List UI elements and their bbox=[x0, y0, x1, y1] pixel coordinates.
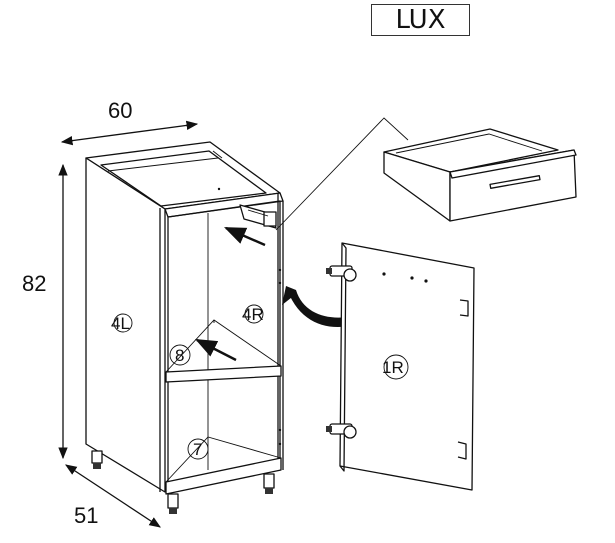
legs bbox=[91, 450, 275, 514]
door-hinge-top bbox=[326, 265, 357, 282]
svg-text:8: 8 bbox=[175, 346, 184, 365]
part-label-back: 7 bbox=[187, 438, 209, 460]
depth-label: 51 bbox=[74, 503, 98, 528]
insert-arrow-shelf bbox=[195, 338, 237, 362]
shelf bbox=[165, 365, 282, 383]
width-dimension: 60 bbox=[60, 98, 199, 146]
height-label: 82 bbox=[22, 271, 46, 296]
part-label-side-left: 4L bbox=[111, 313, 133, 333]
drawer-handle bbox=[489, 175, 541, 189]
depth-dimension: 51 bbox=[65, 464, 161, 528]
insert-arrow-runner bbox=[224, 226, 266, 247]
height-dimension: 82 bbox=[22, 163, 68, 460]
part-label-side-right: 4R bbox=[242, 304, 264, 324]
drawer-runner bbox=[239, 204, 277, 229]
drawer bbox=[383, 128, 577, 222]
part-label-door: 1R bbox=[382, 354, 409, 380]
svg-text:4R: 4R bbox=[242, 305, 264, 324]
door-hinge-bottom bbox=[326, 423, 357, 439]
svg-text:1R: 1R bbox=[382, 358, 404, 377]
door-panel: 1R bbox=[326, 242, 475, 491]
cabinet-carcass bbox=[85, 141, 284, 514]
drawer-leader-line bbox=[275, 117, 409, 231]
svg-text:4L: 4L bbox=[111, 314, 130, 333]
width-label: 60 bbox=[108, 98, 132, 123]
part-label-shelf: 8 bbox=[169, 344, 191, 366]
side-panel-left bbox=[85, 157, 166, 493]
product-name-label: LUX bbox=[371, 4, 470, 36]
svg-text:7: 7 bbox=[193, 440, 202, 459]
